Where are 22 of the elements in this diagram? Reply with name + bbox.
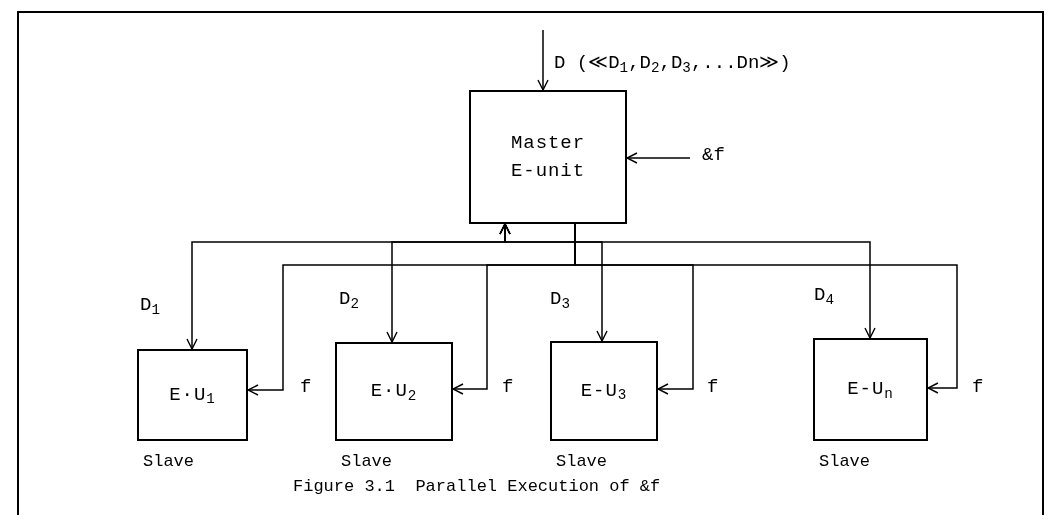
edge-label: D$_{4}$ <box>812 286 836 305</box>
arrow <box>499 223 876 339</box>
node-caption: Slave <box>819 453 870 470</box>
edge-label: D$_{2}$ <box>337 290 361 309</box>
arrow <box>626 152 691 164</box>
arrow <box>537 29 549 91</box>
box-label: Master E-unit <box>509 130 587 184</box>
process-box <box>137 349 248 441</box>
node-caption: Slave <box>143 453 194 470</box>
box-label: E-U$_{3}$ <box>579 378 629 406</box>
box-label: E·U$_{2}$ <box>369 379 419 406</box>
process-box <box>813 338 928 441</box>
edge-label: D$_{3}$ <box>548 290 572 309</box>
box-label: E-U$_{n}$ <box>846 377 895 404</box>
process-box <box>550 341 658 441</box>
box-label: E·U$_{1}$ <box>168 382 217 410</box>
process-box <box>335 342 453 441</box>
edge-label: D$_{1}$ <box>138 296 162 315</box>
process-box <box>469 90 627 224</box>
node-caption: Slave <box>556 453 607 470</box>
figure-caption: Figure 3.1 Parallel Execution of &f <box>293 478 661 495</box>
node-caption: Slave <box>341 453 392 470</box>
